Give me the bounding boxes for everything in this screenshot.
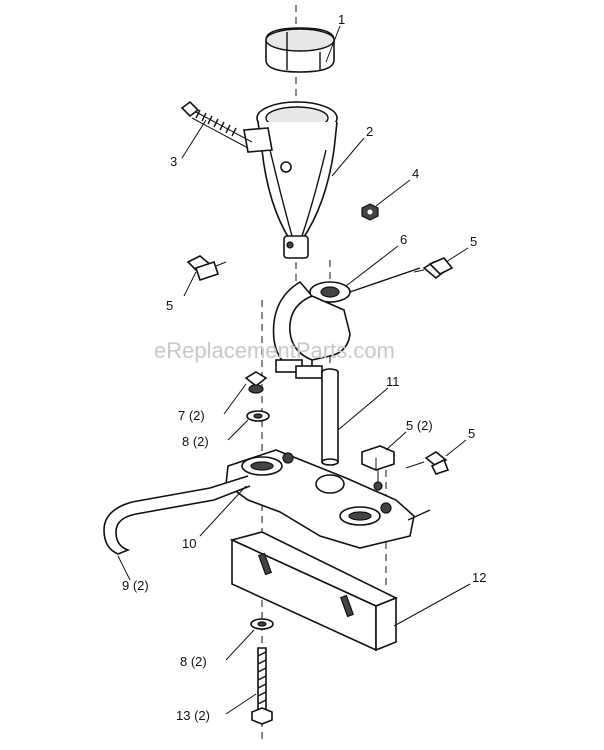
callout-5-left: 5 [166,298,173,313]
callout-5-lower: 5 [468,426,475,441]
callout-8-lower: 8 (2) [180,654,207,669]
callout-7: 7 (2) [178,408,205,423]
callout-8-upper: 8 (2) [182,434,209,449]
part-7-wing-nut [244,371,268,394]
part-3-screw [180,100,253,149]
leader-lines [117,25,471,715]
callout-3: 3 [170,154,177,169]
callout-5-right: 5 [470,234,477,249]
callout-5-block: 5 (2) [406,418,433,433]
part-10-base-casting [225,449,431,549]
callout-6: 6 [400,232,407,247]
watermark: eReplacementParts.com [154,338,395,363]
callout-13: 13 (2) [176,708,210,723]
callout-12: 12 [472,570,486,585]
callout-4: 4 [412,166,419,181]
callout-10: 10 [182,536,196,551]
part-12-slotted-bar [229,531,398,652]
part-8-washer-upper [246,410,270,422]
part-6-clamp-arm [272,267,421,379]
part-5-wing-screw-left [186,255,227,282]
part-1-collar [265,27,335,73]
callout-1: 1 [338,12,345,27]
part-13-bolt [251,647,273,725]
part-5-wing-screw-lower [405,451,450,475]
part-2-bracket [243,101,338,259]
part-5-block [361,445,395,491]
part-11-pin [321,368,339,466]
part-4-nut [361,203,379,221]
part-9-hook-wire [103,475,251,555]
callout-9: 9 (2) [122,578,149,593]
callout-2: 2 [366,124,373,139]
part-8-washer-lower [250,618,274,630]
callout-11: 11 [386,374,400,389]
